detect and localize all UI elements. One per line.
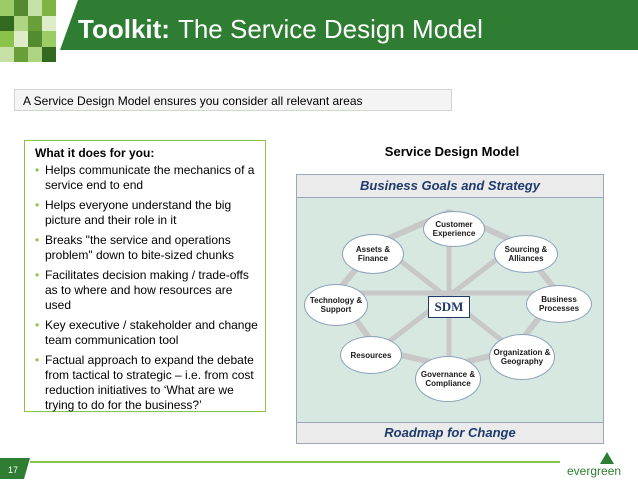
page-title: Toolkit:The Service Design Model (78, 14, 483, 45)
title-main: The Service Design Model (177, 14, 483, 44)
node-governance-compliance: Governance & Compliance (415, 356, 481, 402)
benefits-list: Helps communicate the mechanics of a ser… (35, 163, 261, 418)
node-business-processes: Business Processes (526, 285, 592, 323)
page-number: 17 (8, 465, 19, 475)
sdm-center-label: SDM (428, 296, 470, 318)
list-item: Helps everyone understand the big pictur… (35, 198, 261, 228)
footer (0, 458, 638, 479)
business-goals-band: Business Goals and Strategy (296, 174, 604, 198)
title-bar (60, 0, 638, 62)
brand-logo-text: evergreen (567, 464, 622, 478)
evergreen-tree-icon (600, 452, 614, 464)
list-item: Breaks "the service and operations probl… (35, 233, 261, 263)
intro-bar: A Service Design Model ensures you consi… (14, 89, 452, 111)
node-assets-finance: Assets & Finance (342, 234, 404, 274)
node-organization-geography: Organization & Geography (489, 334, 555, 380)
list-item: Facilitates decision making / trade-offs… (35, 268, 261, 313)
node-technology-support: Technology & Support (304, 284, 368, 326)
mosaic-logo-tile (0, 0, 56, 62)
list-item: Key executive / stakeholder and change t… (35, 318, 261, 348)
benefits-heading: What it does for you: (35, 146, 155, 160)
diagram-title: Service Design Model (384, 144, 520, 159)
node-sourcing-alliances: Sourcing & Alliances (494, 235, 558, 273)
roadmap-band: Roadmap for Change (296, 422, 604, 444)
node-resources: Resources (340, 336, 402, 374)
list-item: Factual approach to expand the debate fr… (35, 353, 261, 413)
node-customer-experience: Customer Experience (423, 211, 485, 247)
list-item: Helps communicate the mechanics of a ser… (35, 163, 261, 193)
title-prefix: Toolkit: (78, 14, 170, 44)
